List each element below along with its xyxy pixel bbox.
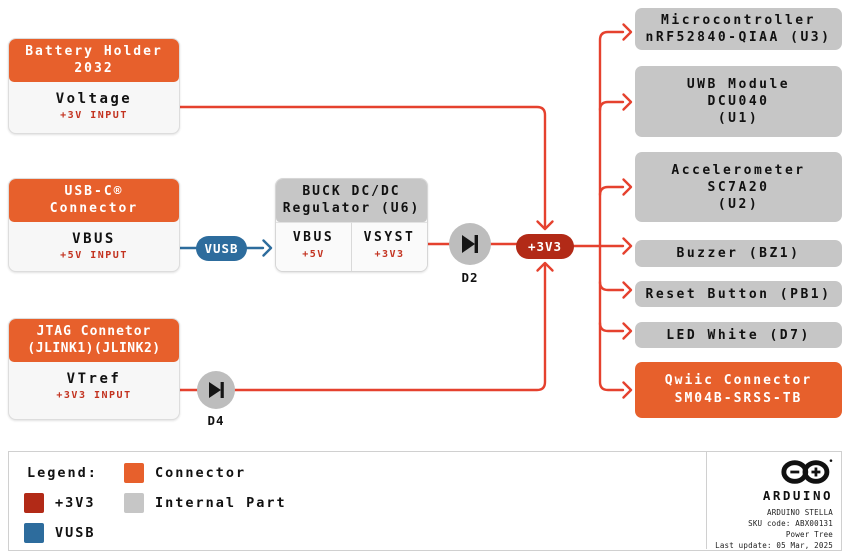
- wire-jtag-to-3v3: [178, 263, 547, 392]
- load-line: Microcontroller: [661, 13, 816, 28]
- load-line: nRF52840-QIAA (U3): [645, 30, 832, 45]
- swatch-3v3: [24, 493, 44, 513]
- trunk-up-to-microcontroller: [598, 30, 625, 248]
- load-accelerometer: Accelerometer SC7A20 (U2): [635, 152, 842, 222]
- load-line: Qwiic Connector: [664, 373, 813, 388]
- arrow-accelerometer: [622, 178, 633, 196]
- arrow-down-into-3v3: [536, 220, 554, 231]
- legend-title: Legend:: [27, 465, 98, 481]
- legend-item-connector: Connector: [124, 463, 246, 483]
- battery-signal: Voltage: [55, 91, 133, 107]
- load-line: DCU040: [707, 94, 770, 109]
- battery-holder-box: Battery Holder 2032 Voltage +3V INPUT: [8, 38, 180, 134]
- diode-d4-symbol: [197, 371, 235, 409]
- legend-panel: Legend: +3V3 VUSB Connector Internal Par…: [8, 451, 842, 551]
- load-line: Reset Button (PB1): [645, 286, 832, 302]
- vusb-net-pill: VUSB: [196, 236, 247, 261]
- buck-cell-vsyst: VSYST +3V3: [352, 222, 427, 271]
- jtag-body: VTref +3V3 INPUT: [9, 362, 179, 403]
- branch-uwb: [598, 100, 625, 112]
- load-line: LED White (D7): [666, 327, 811, 343]
- branch-led: [598, 321, 625, 333]
- usbc-title-line2: Connector: [49, 201, 139, 216]
- load-line: Accelerometer: [671, 162, 806, 178]
- arrow-buzzer: [622, 237, 633, 255]
- diode-d2-symbol: [449, 223, 491, 265]
- load-line: SM04B-SRSS-TB: [674, 391, 803, 406]
- buck-regulator-box: BUCK DC/DC Regulator (U6) VBUS +5V VSYST…: [275, 178, 428, 272]
- usbc-note: +5V INPUT: [60, 250, 128, 261]
- arrow-qwiic: [622, 381, 633, 399]
- legend-divider: [706, 452, 707, 549]
- legend-label-3v3: +3V3: [55, 495, 96, 511]
- usbc-header: USB-C® Connector: [9, 179, 179, 222]
- footer-last-update: Last update: 05 Mar, 2025: [715, 541, 833, 550]
- load-reset-button: Reset Button (PB1): [635, 281, 842, 307]
- buck-vsyst-label: VSYST: [363, 230, 416, 245]
- buck-vsyst-note: +3V3: [374, 249, 405, 260]
- jtag-header: JTAG Connetor (JLINK1)(JLINK2): [9, 319, 179, 362]
- arrow-uwb: [622, 93, 633, 111]
- arduino-logo: [781, 458, 833, 490]
- battery-title-line1: Battery Holder: [25, 44, 163, 59]
- buck-cell-vbus: VBUS +5V: [276, 222, 352, 271]
- usbc-signal: VBUS: [72, 231, 116, 247]
- usbc-connector-box: USB-C® Connector VBUS +5V INPUT: [8, 178, 180, 272]
- buck-vbus-label: VBUS: [292, 230, 335, 245]
- arduino-brand-name: ARDUINO: [762, 488, 833, 503]
- load-led-white: LED White (D7): [635, 322, 842, 348]
- footer-doc-type: Power Tree: [785, 530, 833, 539]
- arrow-vusb-into-buck: [262, 239, 273, 257]
- load-uwb-module: UWB Module DCU040 (U1): [635, 66, 842, 137]
- load-qwiic-connector: Qwiic Connector SM04B-SRSS-TB: [635, 362, 842, 418]
- battery-holder-header: Battery Holder 2032: [9, 39, 179, 82]
- legend-item-internal-part: Internal Part: [124, 493, 287, 513]
- trunk-down-to-qwiic: [598, 244, 625, 392]
- battery-body: Voltage +3V INPUT: [9, 82, 179, 123]
- jtag-title-line2: (JLINK1)(JLINK2): [27, 341, 161, 356]
- jtag-signal: VTref: [66, 371, 122, 387]
- load-line: Buzzer (BZ1): [676, 246, 801, 261]
- arrow-reset: [622, 281, 633, 299]
- footer-product: ARDUINO STELLA: [766, 508, 833, 517]
- diode-d4-label: D4: [207, 413, 225, 428]
- battery-note: +3V INPUT: [60, 110, 128, 121]
- v3v3-net-pill: +3V3: [516, 234, 574, 259]
- legend-label-vusb: VUSB: [55, 525, 96, 541]
- legend-item-vusb: VUSB: [24, 523, 96, 543]
- load-line: (U1): [717, 111, 760, 126]
- footer-info: ARDUINO STELLA SKU code: ABX00131 Power …: [700, 507, 833, 551]
- legend-label-connector: Connector: [155, 465, 247, 481]
- jtag-connector-box: JTAG Connetor (JLINK1)(JLINK2) VTref +3V…: [8, 318, 180, 420]
- footer-brand-panel: ARDUINO ARDUINO STELLA SKU code: ABX0013…: [700, 451, 842, 551]
- legend-item-3v3: +3V3: [24, 493, 96, 513]
- jtag-note: +3V3 INPUT: [56, 390, 132, 401]
- arrow-up-into-3v3: [536, 261, 554, 272]
- load-buzzer: Buzzer (BZ1): [635, 240, 842, 267]
- branch-reset: [598, 280, 625, 292]
- usbc-title-line1: USB-C®: [64, 184, 124, 199]
- buck-title-line2: Regulator (U6): [282, 201, 421, 216]
- swatch-vusb: [24, 523, 44, 543]
- jtag-title-line1: JTAG Connetor: [36, 324, 152, 339]
- footer-sku: SKU code: ABX00131: [748, 519, 833, 528]
- arrow-microcontroller: [622, 23, 633, 41]
- swatch-internal-part: [124, 493, 144, 513]
- load-line: UWB Module: [686, 77, 791, 92]
- arrow-led: [622, 322, 633, 340]
- swatch-connector: [124, 463, 144, 483]
- buck-vbus-note: +5V: [302, 249, 325, 260]
- battery-title-line2: 2032: [74, 61, 114, 76]
- diode-d2-label: D2: [461, 270, 479, 285]
- buck-header: BUCK DC/DC Regulator (U6): [276, 179, 427, 222]
- load-microcontroller: Microcontroller nRF52840-QIAA (U3): [635, 8, 842, 50]
- legend-label-internal-part: Internal Part: [155, 495, 287, 511]
- buck-cells: VBUS +5V VSYST +3V3: [276, 222, 427, 271]
- branch-accelerometer: [598, 185, 625, 197]
- load-line: (U2): [717, 196, 760, 212]
- load-line: SC7A20: [707, 179, 770, 195]
- buck-title-line1: BUCK DC/DC: [302, 184, 401, 199]
- usbc-body: VBUS +5V INPUT: [9, 222, 179, 263]
